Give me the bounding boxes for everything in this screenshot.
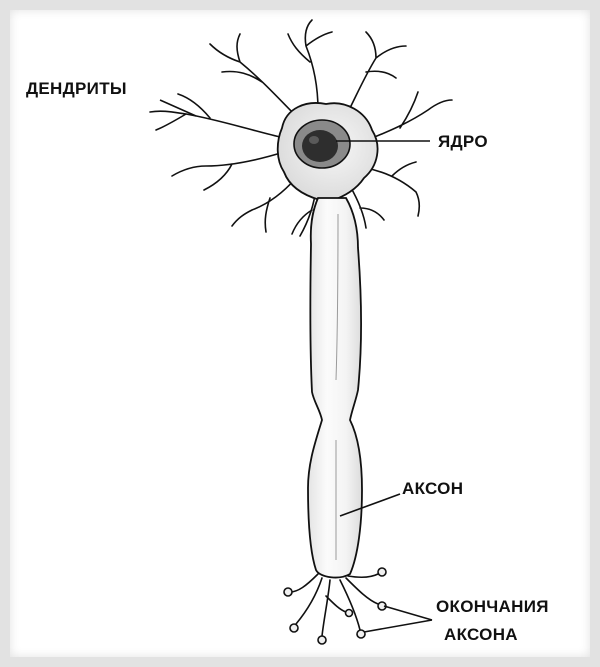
- axon-label: АКСОН: [402, 479, 463, 498]
- axon-terminals: [284, 568, 386, 644]
- axon-terminals-label-line1: ОКОНЧАНИЯ: [436, 597, 549, 616]
- axon-terminals-label-line2: АКСОНА: [444, 625, 518, 644]
- axon: [308, 198, 362, 577]
- nucleus: [294, 120, 350, 168]
- axon-terminals-pointer-upper: [384, 606, 432, 620]
- nucleus-label: ЯДРО: [438, 132, 488, 151]
- dendrites-label: ДЕНДРИТЫ: [26, 79, 127, 98]
- axon-terminals-pointer-lower: [364, 620, 432, 632]
